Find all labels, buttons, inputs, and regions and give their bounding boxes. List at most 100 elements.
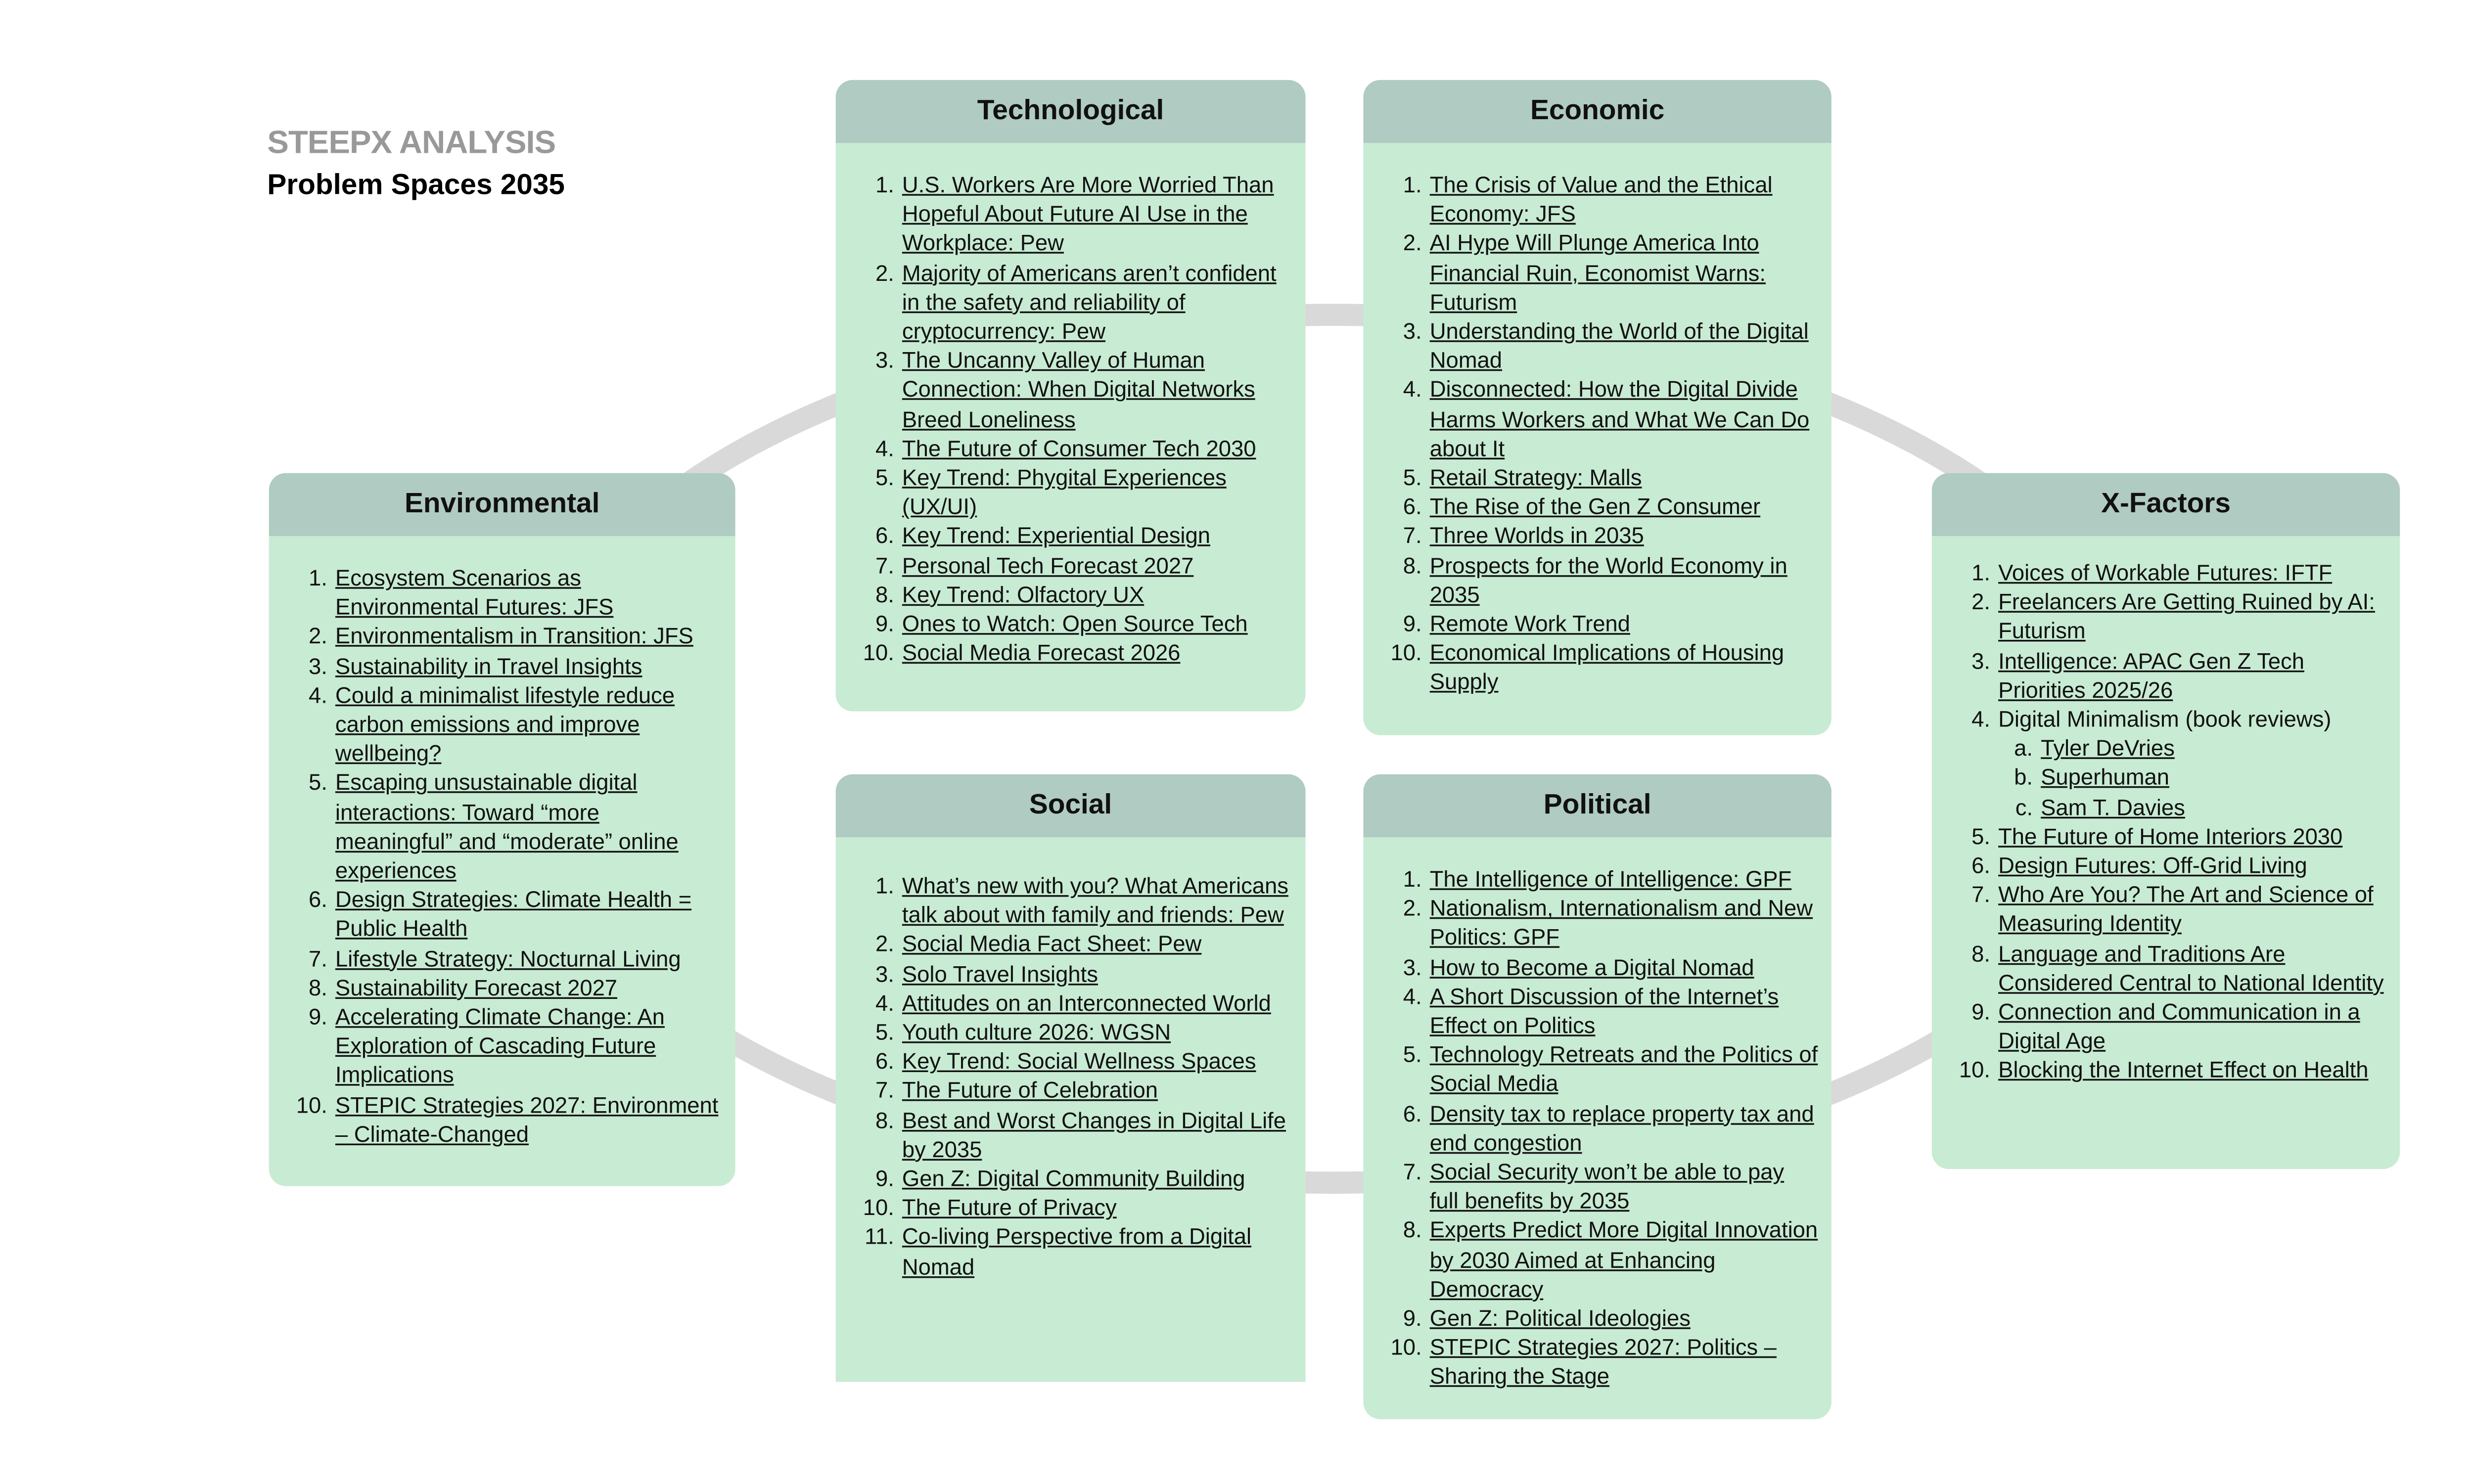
item-link[interactable]: Personal Tech Forecast 2027: [902, 552, 1194, 578]
list-item: Personal Tech Forecast 2027: [900, 551, 1291, 580]
item-link[interactable]: Gen Z: Political Ideologies: [1429, 1305, 1691, 1331]
item-link[interactable]: Nationalism, Internationalism and New Po…: [1429, 895, 1813, 950]
sub-list: Tyler DeVriesSuperhumanSam T. Davies: [1998, 734, 2386, 822]
item-link[interactable]: Freelancers Are Getting Ruined by AI: Fu…: [1998, 589, 2375, 644]
list-item: Gen Z: Digital Community Building: [900, 1164, 1291, 1193]
item-link[interactable]: Blocking the Internet Effect on Health: [1998, 1057, 2369, 1083]
item-link[interactable]: Environmentalism in Transition: JFS: [335, 623, 693, 649]
item-link[interactable]: Social Media Fact Sheet: Pew: [902, 931, 1202, 957]
item-link[interactable]: Attitudes on an Interconnected World: [902, 990, 1271, 1016]
list-item: Design Strategies: Climate Health = Publ…: [333, 885, 722, 944]
item-link[interactable]: Ecosystem Scenarios as Environmental Fut…: [335, 565, 614, 620]
item-link[interactable]: Superhuman: [2041, 764, 2169, 791]
list-item: Digital Minimalism (book reviews)Tyler D…: [1997, 705, 2386, 822]
list-item: What’s new with you? What Americans talk…: [900, 871, 1291, 930]
item-link[interactable]: Language and Traditions Are Considered C…: [1998, 940, 2384, 995]
item-link[interactable]: Co-living Perspective from a Digital Nom…: [902, 1224, 1252, 1279]
list-item: Ecosystem Scenarios as Environmental Fut…: [333, 563, 722, 622]
item-link[interactable]: Escaping unsustainable digital interacti…: [335, 769, 679, 884]
list-item: Accelerating Climate Change: An Explorat…: [333, 1002, 722, 1090]
item-link[interactable]: Density tax to replace property tax and …: [1429, 1100, 1814, 1156]
item-link[interactable]: The Intelligence of Intelligence: GPF: [1429, 866, 1792, 892]
item-link[interactable]: Who Are You? The Art and Science of Meas…: [1998, 882, 2374, 937]
ring-ellipse: [506, 304, 2163, 1194]
item-link[interactable]: The Rise of the Gen Z Consumer: [1429, 494, 1761, 520]
panel-technological: Technological U.S. Workers Are More Worr…: [835, 80, 1306, 712]
item-link[interactable]: Social Media Forecast 2026: [902, 640, 1181, 666]
list-item: Nationalism, Internationalism and New Po…: [1428, 894, 1818, 952]
item-link[interactable]: Ones to Watch: Open Source Tech: [902, 611, 1248, 637]
item-link[interactable]: What’s new with you? What Americans talk…: [902, 873, 1288, 928]
item-link[interactable]: Connection and Communication in a Digita…: [1998, 999, 2360, 1054]
item-list: Voices of Workable Futures: IFTF Freelanc…: [1932, 558, 2386, 1085]
list-item: Intelligence: APAC Gen Z Tech Priorities…: [1997, 646, 2386, 704]
list-item: Social Security won’t be able to pay ful…: [1428, 1157, 1818, 1215]
item-link[interactable]: U.S. Workers Are More Worried Than Hopef…: [902, 172, 1274, 256]
item-link[interactable]: The Future of Home Interiors 2030: [1998, 823, 2343, 849]
item-link[interactable]: STEPIC Strategies 2027: Environment – Cl…: [335, 1092, 719, 1147]
list-item: Blocking the Internet Effect on Health: [1997, 1056, 2386, 1085]
item-link[interactable]: Social Security won’t be able to pay ful…: [1429, 1159, 1785, 1214]
item-link[interactable]: Experts Predict More Digital Innovation …: [1429, 1217, 1818, 1302]
list-item: Density tax to replace property tax and …: [1428, 1099, 1818, 1157]
item-link[interactable]: Majority of Americans aren’t confident i…: [902, 260, 1277, 344]
item-link[interactable]: AI Hype Will Plunge America Into Financi…: [1429, 230, 1766, 315]
list-item: Retail Strategy: Malls: [1428, 463, 1818, 492]
item-link[interactable]: Design Futures: Off-Grid Living: [1998, 853, 2307, 878]
list-item: Social Media Forecast 2026: [900, 638, 1291, 668]
item-link[interactable]: Tyler DeVries: [2041, 735, 2175, 762]
item-link[interactable]: Voices of Workable Futures: IFTF: [1998, 560, 2333, 585]
item-link[interactable]: Retail Strategy: Malls: [1429, 464, 1642, 491]
item-link[interactable]: Key Trend: Phygital Experiences (UX/UI): [902, 464, 1227, 520]
list-item: Key Trend: Olfactory UX: [900, 580, 1291, 609]
item-link[interactable]: Understanding the World of the Digital N…: [1429, 318, 1809, 373]
item-link[interactable]: STEPIC Strategies 2027: Politics – Shari…: [1429, 1334, 1777, 1390]
panel-header: Environmental: [269, 473, 735, 537]
item-link[interactable]: Key Trend: Experiential Design: [902, 523, 1210, 549]
item-link[interactable]: Three Worlds in 2035: [1429, 523, 1644, 549]
item-link[interactable]: Economical Implications of Housing Suppl…: [1429, 640, 1785, 695]
list-item: U.S. Workers Are More Worried Than Hopef…: [900, 170, 1291, 258]
list-item: Sustainability in Travel Insights: [333, 651, 722, 680]
item-link[interactable]: Accelerating Climate Change: An Explorat…: [335, 1004, 665, 1088]
item-link[interactable]: Remote Work Trend: [1429, 611, 1630, 637]
list-item: Prospects for the World Economy in 2035: [1428, 551, 1818, 609]
item-link[interactable]: Solo Travel Insights: [902, 960, 1098, 987]
panel-header: Political: [1363, 774, 1832, 838]
item-link[interactable]: Disconnected: How the Digital Divide Har…: [1429, 376, 1810, 461]
item-link[interactable]: Best and Worst Changes in Digital Life b…: [902, 1107, 1286, 1162]
panel-header: X-Factors: [1931, 473, 2400, 537]
list-item: Who Are You? The Art and Science of Meas…: [1997, 880, 2386, 939]
item-link[interactable]: The Future of Celebration: [902, 1078, 1158, 1104]
list-item: Environmentalism in Transition: JFS: [333, 622, 722, 651]
item-link[interactable]: How to Become a Digital Nomad: [1429, 954, 1754, 980]
item-link[interactable]: Prospects for the World Economy in 2035: [1429, 552, 1787, 608]
item-link[interactable]: The Future of Consumer Tech 2030: [902, 435, 1256, 461]
item-link[interactable]: Key Trend: Olfactory UX: [902, 582, 1145, 608]
list-item: Connection and Communication in a Digita…: [1997, 997, 2386, 1056]
item-link[interactable]: Design Strategies: Climate Health = Publ…: [335, 887, 692, 942]
item-link[interactable]: Technology Retreats and the Politics of …: [1429, 1041, 1818, 1097]
item-link[interactable]: Sustainability Forecast 2027: [335, 975, 618, 1000]
item-link[interactable]: Could a minimalist lifestyle reduce carb…: [335, 682, 675, 766]
item-list: What’s new with you? What Americans talk…: [836, 871, 1292, 1281]
item-link[interactable]: A Short Discussion of the Internet’s Eff…: [1429, 983, 1779, 1038]
item-list: The Crisis of Value and the Ethical Econ…: [1363, 170, 1818, 697]
item-link[interactable]: The Crisis of Value and the Ethical Econ…: [1429, 172, 1773, 227]
item-link[interactable]: The Future of Privacy: [902, 1195, 1117, 1221]
item-list: The Intelligence of Intelligence: GPF Nat…: [1363, 864, 1818, 1392]
panel-header: Economic: [1363, 80, 1832, 143]
panel-header: Technological: [835, 80, 1306, 143]
item-link[interactable]: The Uncanny Valley of Human Connection: …: [902, 347, 1255, 432]
list-item: The Future of Celebration: [900, 1076, 1291, 1105]
item-link[interactable]: Lifestyle Strategy: Nocturnal Living: [335, 945, 681, 971]
item-list: Ecosystem Scenarios as Environmental Fut…: [269, 563, 722, 1149]
list-item: Best and Worst Changes in Digital Life b…: [900, 1106, 1291, 1164]
item-link[interactable]: Sustainability in Travel Insights: [335, 653, 642, 678]
item-link[interactable]: Key Trend: Social Wellness Spaces: [902, 1048, 1256, 1075]
item-link[interactable]: Sam T. Davies: [2041, 794, 2185, 820]
item-link[interactable]: Gen Z: Digital Community Building: [902, 1166, 1245, 1192]
item-link[interactable]: Intelligence: APAC Gen Z Tech Priorities…: [1998, 647, 2304, 703]
item-link[interactable]: Youth culture 2026: WGSN: [902, 1019, 1171, 1045]
panel-political: Political The Intelligence of Intelligen…: [1363, 774, 1832, 1420]
